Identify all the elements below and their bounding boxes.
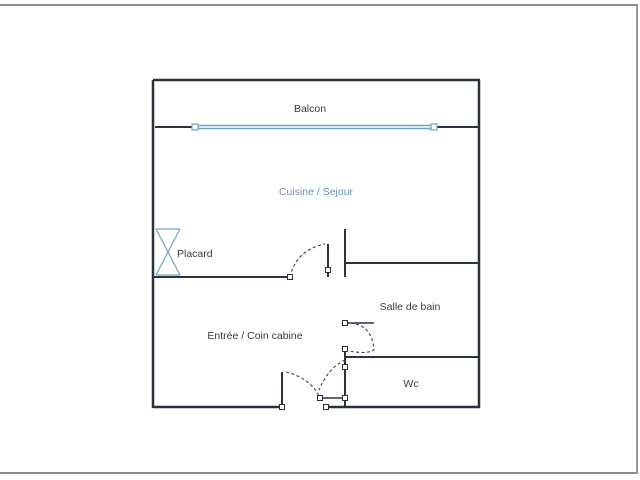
door-hinges: [279, 267, 348, 410]
outer-walls: [151, 78, 481, 409]
page-frame: [0, 4, 638, 474]
door-swing-sdb: [344, 322, 375, 354]
window-left-post: [191, 123, 199, 131]
room-label-salle-de-bain: Salle de bain: [380, 301, 441, 313]
balcony-window: [155, 123, 478, 131]
room-label-entree: Entrée / Coin cabine: [207, 330, 302, 342]
interior-walls: [153, 229, 479, 407]
room-label-balcon: Balcon: [294, 103, 326, 115]
door-swings: [285, 243, 375, 397]
door-swing-cuisine: [289, 243, 326, 278]
room-label-wc: Wc: [403, 378, 418, 390]
room-label-placard: Placard: [177, 248, 213, 260]
placard-closet: [155, 228, 181, 276]
room-label-cuisine-sejour: Cuisine / Sejour: [279, 186, 354, 198]
door-swing-wc: [318, 359, 346, 391]
door-swing-entree: [285, 371, 320, 397]
window-right-post: [430, 123, 438, 131]
